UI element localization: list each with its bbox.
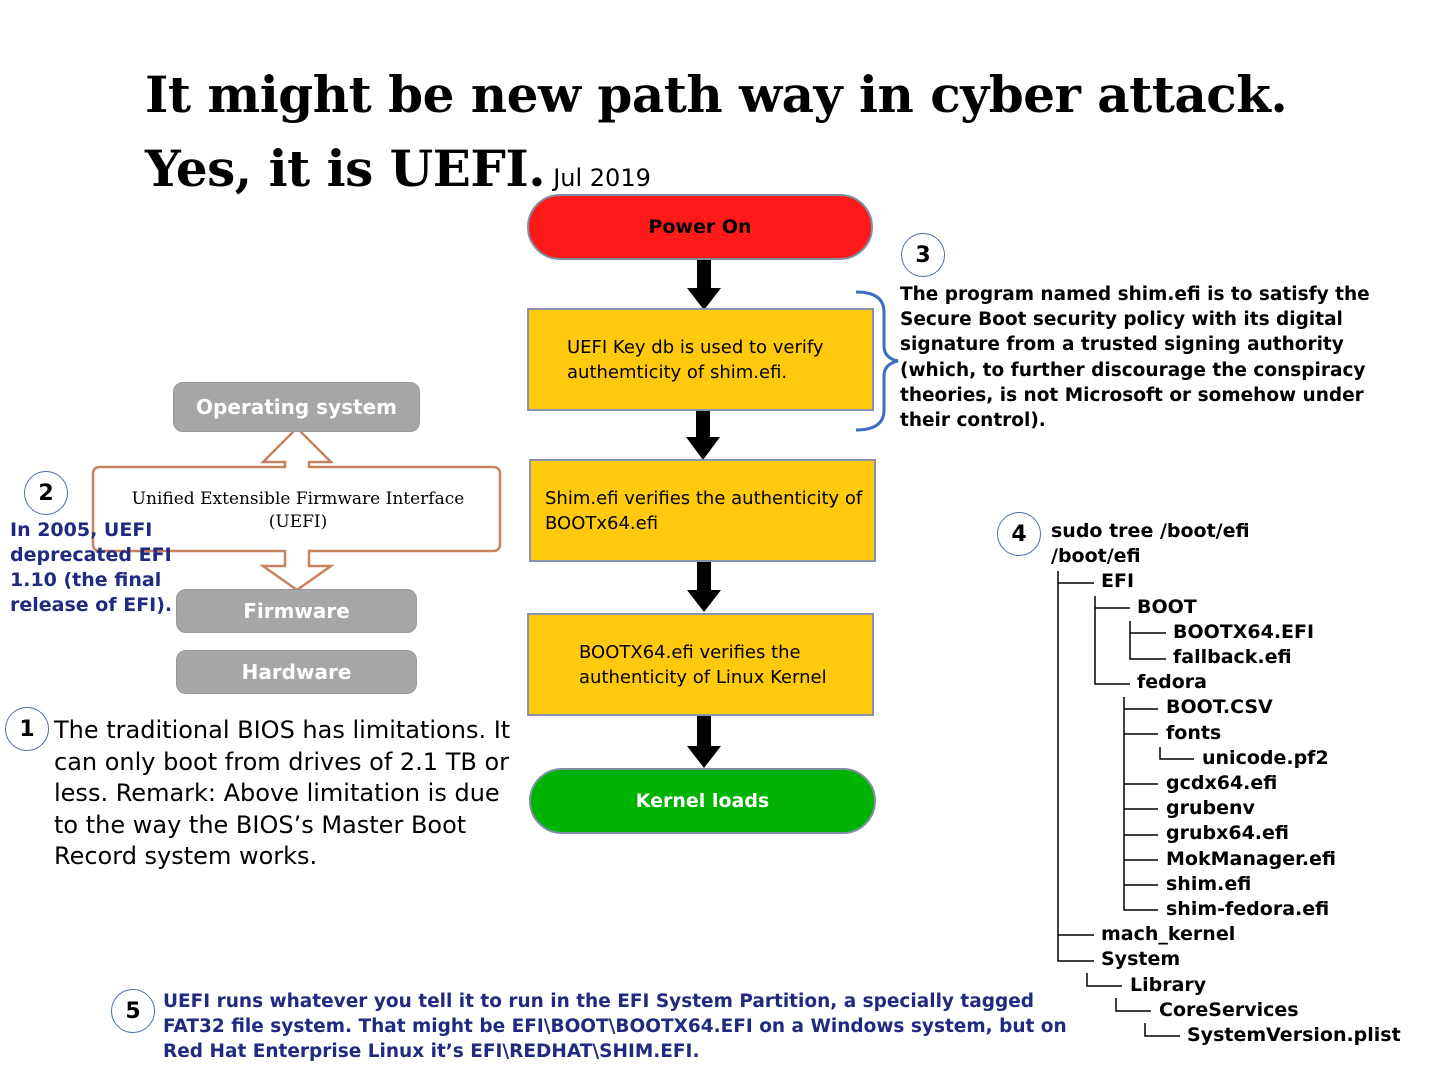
note-3-badge: 3 xyxy=(901,233,945,277)
note-1-badge: 1 xyxy=(5,707,49,751)
note-3-number: 3 xyxy=(915,242,931,268)
flow-arrow-shaft-2 xyxy=(696,411,710,439)
tree-shim-fedora: shim-fedora.efi xyxy=(1166,898,1330,920)
flow-arrow-head-1 xyxy=(687,288,721,310)
kernel-loads-node: Kernel loads xyxy=(529,768,876,834)
tree-unicode: unicode.pf2 xyxy=(1202,747,1329,769)
bootx64-step-label: BOOTX64.efi verifies the authenticity of… xyxy=(579,641,827,688)
note-2-badge: 2 xyxy=(24,471,68,515)
note-5-badge: 5 xyxy=(111,989,155,1033)
note-3-text: The program named shim.efi is to satisfy… xyxy=(900,284,1370,432)
tree-boot: BOOT xyxy=(1137,596,1197,618)
tree-grubx64: grubx64.efi xyxy=(1166,822,1289,844)
tree-systemversion: SystemVersion.plist xyxy=(1187,1024,1401,1046)
flow-arrow-shaft-3 xyxy=(697,562,711,592)
os-layer: Operating system xyxy=(173,382,420,432)
tree-grubenv: grubenv xyxy=(1166,797,1255,819)
note-5-text: UEFI runs whatever you tell it to run in… xyxy=(163,991,1067,1063)
tree-bootx64: BOOTX64.EFI xyxy=(1173,621,1315,643)
tree-fedora: fedora xyxy=(1137,671,1207,693)
note-2-text: In 2005, UEFI deprecated EFI 1.10 (the f… xyxy=(10,519,173,616)
os-layer-label: Operating system xyxy=(196,395,397,419)
brace-shape xyxy=(855,290,899,432)
tree-shim: shim.efi xyxy=(1166,873,1252,895)
note-1-number: 1 xyxy=(19,716,35,742)
flow-arrow-head-2 xyxy=(686,437,720,460)
flow-arrow-head-3 xyxy=(687,590,721,612)
key-db-step: UEFI Key db is used to verify authemtici… xyxy=(527,308,874,411)
tree-library: Library xyxy=(1130,974,1207,996)
tree-system: System xyxy=(1101,948,1181,970)
uefi-label: Unified Extensible Firmware Interface (U… xyxy=(131,489,465,532)
tree-mokmanager: MokManager.efi xyxy=(1166,848,1337,870)
hardware-layer-label: Hardware xyxy=(241,660,352,684)
note-1-text: The traditional BIOS has limitations. It… xyxy=(54,716,511,870)
tree-mach-kernel: mach_kernel xyxy=(1101,923,1236,945)
tree-boot-csv: BOOT.CSV xyxy=(1166,696,1273,718)
page-title: It might be new path way in cyber attack… xyxy=(145,58,1375,215)
note-4-number: 4 xyxy=(1011,521,1027,547)
bootx64-step: BOOTX64.efi verifies the authenticity of… xyxy=(527,613,874,716)
flow-arrow-shaft-1 xyxy=(697,260,711,290)
tree-root: /boot/efi xyxy=(1051,545,1141,567)
shim-step: Shim.efi verifies the authenticity of BO… xyxy=(529,459,876,562)
firmware-layer: Firmware xyxy=(176,589,417,633)
power-on-node: Power On xyxy=(527,194,873,260)
tree-fonts: fonts xyxy=(1166,722,1222,744)
firmware-layer-label: Firmware xyxy=(243,599,350,623)
title-text: It might be new path way in cyber attack… xyxy=(145,65,1288,198)
note-5-number: 5 xyxy=(125,998,141,1024)
tree-coreservices: CoreServices xyxy=(1159,999,1299,1021)
shim-step-label: Shim.efi verifies the authenticity of BO… xyxy=(545,487,863,534)
note-2-number: 2 xyxy=(38,480,54,506)
kernel-loads-label: Kernel loads xyxy=(635,789,770,812)
tree-command: sudo tree /boot/efi xyxy=(1051,520,1250,542)
flow-arrow-shaft-4 xyxy=(697,716,711,748)
key-db-step-label: UEFI Key db is used to verify authemtici… xyxy=(567,336,824,383)
tree-efi: EFI xyxy=(1101,570,1135,592)
tree-gcdx64: gcdx64.efi xyxy=(1166,772,1278,794)
flow-arrow-head-4 xyxy=(687,746,721,768)
note-4-badge: 4 xyxy=(997,512,1041,556)
title-date: Jul 2019 xyxy=(553,164,651,192)
tree-fallback: fallback.efi xyxy=(1173,646,1292,668)
power-on-label: Power On xyxy=(648,215,752,238)
hardware-layer: Hardware xyxy=(176,650,417,694)
